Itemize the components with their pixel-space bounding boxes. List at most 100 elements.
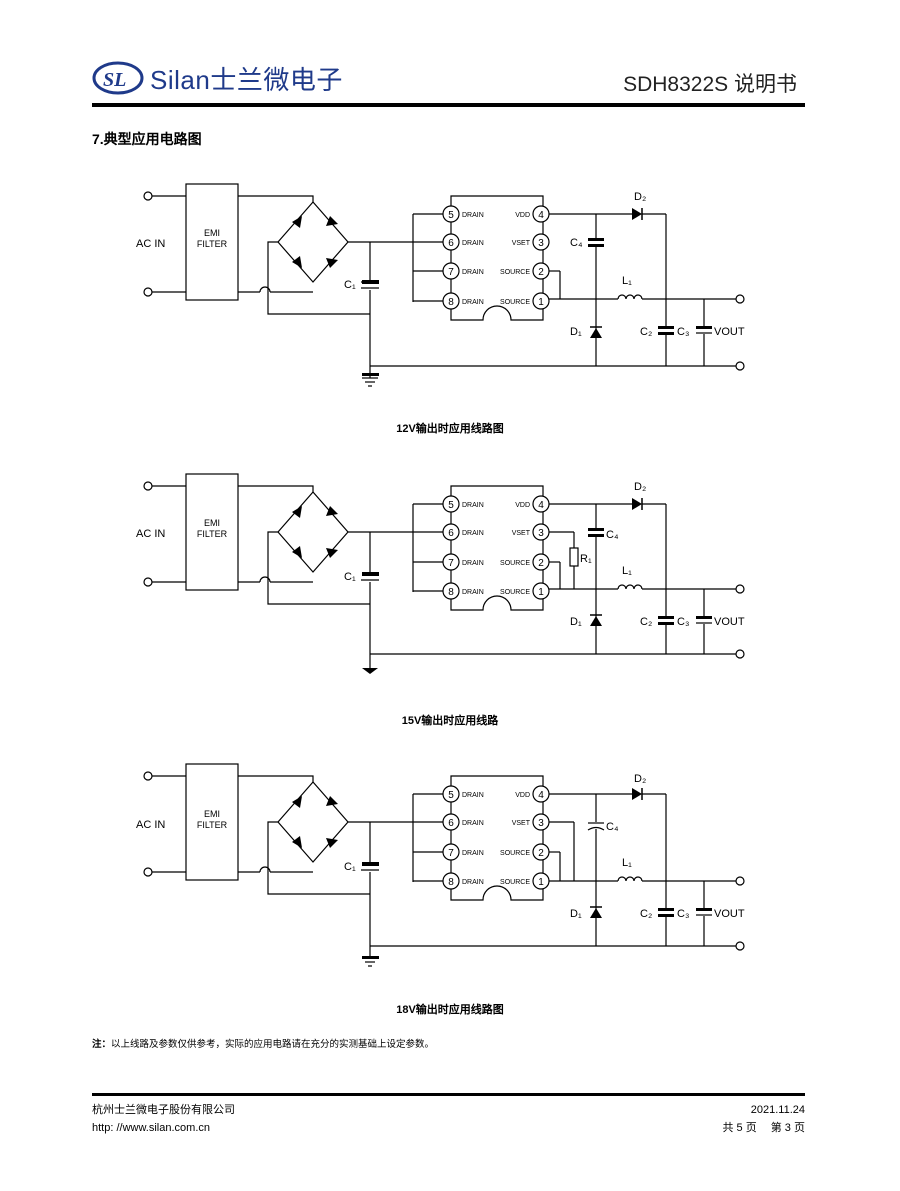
pin3-label: 3 <box>538 238 544 249</box>
diagram-caption-18v: 18V输出时应用线路图 <box>396 1004 504 1016</box>
vdd-label: VDD <box>515 792 530 799</box>
drain-label: DRAIN <box>462 212 484 219</box>
drain-label: DRAIN <box>462 879 484 886</box>
pin7-label: 7 <box>448 848 454 859</box>
pin2-label: 2 <box>538 267 544 278</box>
silan-logo-icon: SL <box>92 61 144 95</box>
d2-label: D₂ <box>634 773 646 785</box>
c3-label: C₃ <box>677 616 689 628</box>
footer-divider <box>92 1093 805 1096</box>
document-title: SDH8322S 说明书 <box>623 73 797 96</box>
page-number: 共 5 页 第 3 页 <box>722 1122 805 1134</box>
d2-label: D₂ <box>634 481 646 493</box>
filter-label: FILTER <box>197 239 228 249</box>
vset-label: VSET <box>512 530 531 537</box>
pin6-label: 6 <box>448 818 454 829</box>
source-label: SOURCE <box>500 850 530 857</box>
footer-right: 2021.11.24 共 5 页 第 3 页 <box>722 1101 805 1137</box>
c4-label: C₄ <box>570 237 583 249</box>
source-label: SOURCE <box>500 299 530 306</box>
source-label: SOURCE <box>500 560 530 567</box>
vout-label: VOUT <box>714 616 745 628</box>
drain-label: DRAIN <box>462 820 484 827</box>
pin5-label: 5 <box>448 500 454 511</box>
header-divider <box>92 103 805 107</box>
pin3-label: 3 <box>538 818 544 829</box>
d1-label: D₁ <box>570 616 582 628</box>
drain-label: DRAIN <box>462 560 484 567</box>
d2-label: D₂ <box>634 191 646 203</box>
pin4-label: 4 <box>538 210 544 221</box>
pin2-label: 2 <box>538 558 544 569</box>
company-name: 杭州士兰微电子股份有限公司 <box>92 1104 235 1116</box>
pin6-label: 6 <box>448 528 454 539</box>
pin5-label: 5 <box>448 210 454 221</box>
filter-label: FILTER <box>197 820 228 830</box>
d1-label: D₁ <box>570 908 582 920</box>
vset-label: VSET <box>512 240 531 247</box>
c1-label: C₁ <box>344 861 356 873</box>
pin8-label: 8 <box>448 587 454 598</box>
c3-label: C₃ <box>677 326 689 338</box>
emi-label: EMI <box>204 518 220 528</box>
c1-label: C₁ <box>344 279 356 291</box>
c2-label: C₂ <box>640 908 652 920</box>
pin3-label: 3 <box>538 528 544 539</box>
pin4-label: 4 <box>538 790 544 801</box>
pin5-label: 5 <box>448 790 454 801</box>
footnote: 注：以上线路及参数仅供参考，实际的应用电路请在充分的实测基础上设定参数。 <box>92 1036 434 1050</box>
circuit-diagram-12v: 5 6 7 8 4 3 2 1 DRAIN DRAIN DRAIN DRAIN … <box>136 183 745 387</box>
pin2-label: 2 <box>538 848 544 859</box>
company-url: http: //www.silan.com.cn <box>92 1122 210 1134</box>
pin6-label: 6 <box>448 238 454 249</box>
pin7-label: 7 <box>448 267 454 278</box>
ac-in-label: AC IN <box>136 238 165 250</box>
vout-label: VOUT <box>714 326 745 338</box>
source-label: SOURCE <box>500 269 530 276</box>
note-text: 以上线路及参数仅供参考，实际的应用电路请在充分的实测基础上设定参数。 <box>111 1039 435 1050</box>
pin1-label: 1 <box>538 297 544 308</box>
svg-text:SL: SL <box>103 69 126 91</box>
section-title: 7.典型应用电路图 <box>92 131 202 147</box>
pin7-label: 7 <box>448 558 454 569</box>
source-label: SOURCE <box>500 879 530 886</box>
footer-left: 杭州士兰微电子股份有限公司 http: //www.silan.com.cn <box>92 1101 235 1137</box>
pin8-label: 8 <box>448 877 454 888</box>
pin1-label: 1 <box>538 587 544 598</box>
drain-label: DRAIN <box>462 269 484 276</box>
c1-label: C₁ <box>344 571 356 583</box>
ac-in-label: AC IN <box>136 819 165 831</box>
d1-label: D₁ <box>570 326 582 338</box>
vdd-label: VDD <box>515 502 530 509</box>
document-date: 2021.11.24 <box>750 1104 805 1116</box>
c4-label: C₄ <box>606 529 619 541</box>
pin4-label: 4 <box>538 500 544 511</box>
emi-label: EMI <box>204 809 220 819</box>
drain-label: DRAIN <box>462 850 484 857</box>
pin1-label: 1 <box>538 877 544 888</box>
pin8-label: 8 <box>448 297 454 308</box>
source-label: SOURCE <box>500 589 530 596</box>
l1-label: L₁ <box>622 565 632 577</box>
c4-label: C₄ <box>606 821 619 833</box>
drain-label: DRAIN <box>462 299 484 306</box>
l1-label: L₁ <box>622 275 632 287</box>
c3-label: C₃ <box>677 908 689 920</box>
circuit-diagram-15v: 5 6 7 8 4 3 2 1 DRAIN DRAIN DRAIN DRAIN … <box>136 473 745 674</box>
diagram-caption-15v: 15V输出时应用线路 <box>401 715 499 727</box>
vout-label: VOUT <box>714 908 745 920</box>
drain-label: DRAIN <box>462 589 484 596</box>
c2-label: C₂ <box>640 616 652 628</box>
drain-label: DRAIN <box>462 502 484 509</box>
l1-label: L₁ <box>622 857 632 869</box>
filter-label: FILTER <box>197 529 228 539</box>
vset-label: VSET <box>512 820 531 827</box>
note-label: 注： <box>92 1039 112 1050</box>
circuit-diagram-18v: 5 6 7 8 4 3 2 1 DRAIN DRAIN DRAIN DRAIN … <box>136 763 745 967</box>
diagram-caption-12v: 12V输出时应用线路图 <box>396 423 504 435</box>
drain-label: DRAIN <box>462 240 484 247</box>
r1-label: R₁ <box>580 553 592 565</box>
company-logo: SL Silan士兰微电子 <box>92 58 343 98</box>
logo-text: Silan士兰微电子 <box>150 64 343 95</box>
c2-label: C₂ <box>640 326 652 338</box>
